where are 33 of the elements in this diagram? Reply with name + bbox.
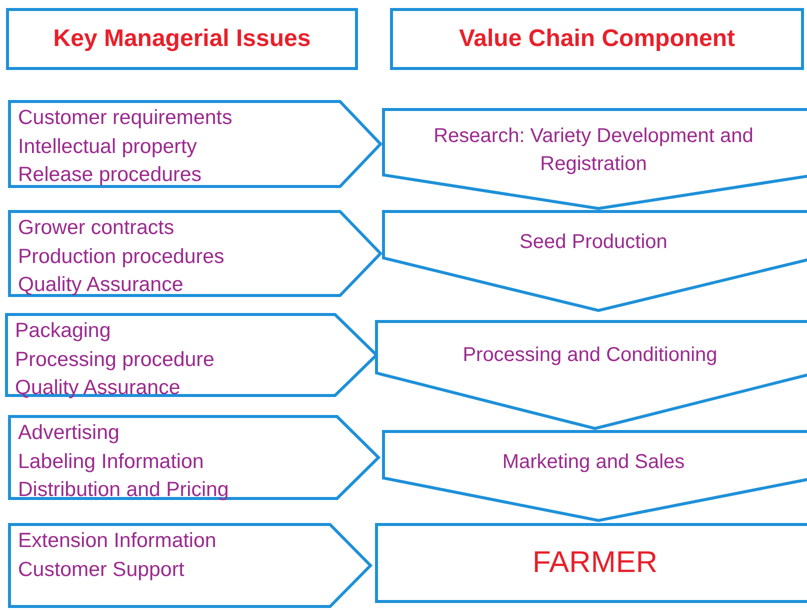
- issue-text: Packaging: [15, 318, 112, 344]
- issue-text: Production procedures: [18, 244, 224, 270]
- header-box: [6, 8, 358, 70]
- issue-text: Processing procedure: [15, 346, 214, 372]
- target-box: [375, 523, 807, 603]
- issue-text: Grower contracts: [18, 215, 176, 241]
- arrow-shaped-box: [5, 313, 378, 397]
- chevron-box: [382, 108, 805, 210]
- chevron-box: [375, 320, 805, 430]
- chevron-box: [382, 210, 805, 312]
- issue-text: Extension Information: [18, 528, 216, 554]
- issue-text: Quality Assurance: [15, 375, 182, 401]
- issue-text: Quality Assurance: [18, 272, 184, 298]
- stage-label: Seed Production: [520, 230, 668, 255]
- issue-text: Customer Support: [18, 556, 186, 582]
- stage-label: Processing and Conditioning: [462, 342, 718, 368]
- stage-label: Research: Variety Development and Registration: [432, 124, 754, 176]
- arrow-shaped-box: [8, 415, 380, 500]
- issue-text: Labeling Information: [18, 448, 205, 474]
- stage-label: Marketing and Sales: [502, 450, 685, 475]
- header-title: Key Managerial Issues: [53, 25, 311, 53]
- issue-text: Advertising: [18, 420, 120, 446]
- issue-text: Customer requirements: [18, 105, 232, 131]
- issue-text: Intellectual property: [18, 134, 198, 160]
- chevron-box: [382, 430, 805, 522]
- arrow-shaped-box: [8, 210, 382, 297]
- target-label: FARMER: [532, 546, 658, 580]
- arrow-shaped-box: [8, 523, 372, 608]
- arrow-shaped-box: [8, 100, 382, 188]
- issue-text: Release procedures: [18, 162, 202, 188]
- header-box: [390, 8, 804, 70]
- issue-text: Distribution and Pricing: [18, 477, 229, 503]
- header-title: Value Chain Component: [458, 25, 736, 53]
